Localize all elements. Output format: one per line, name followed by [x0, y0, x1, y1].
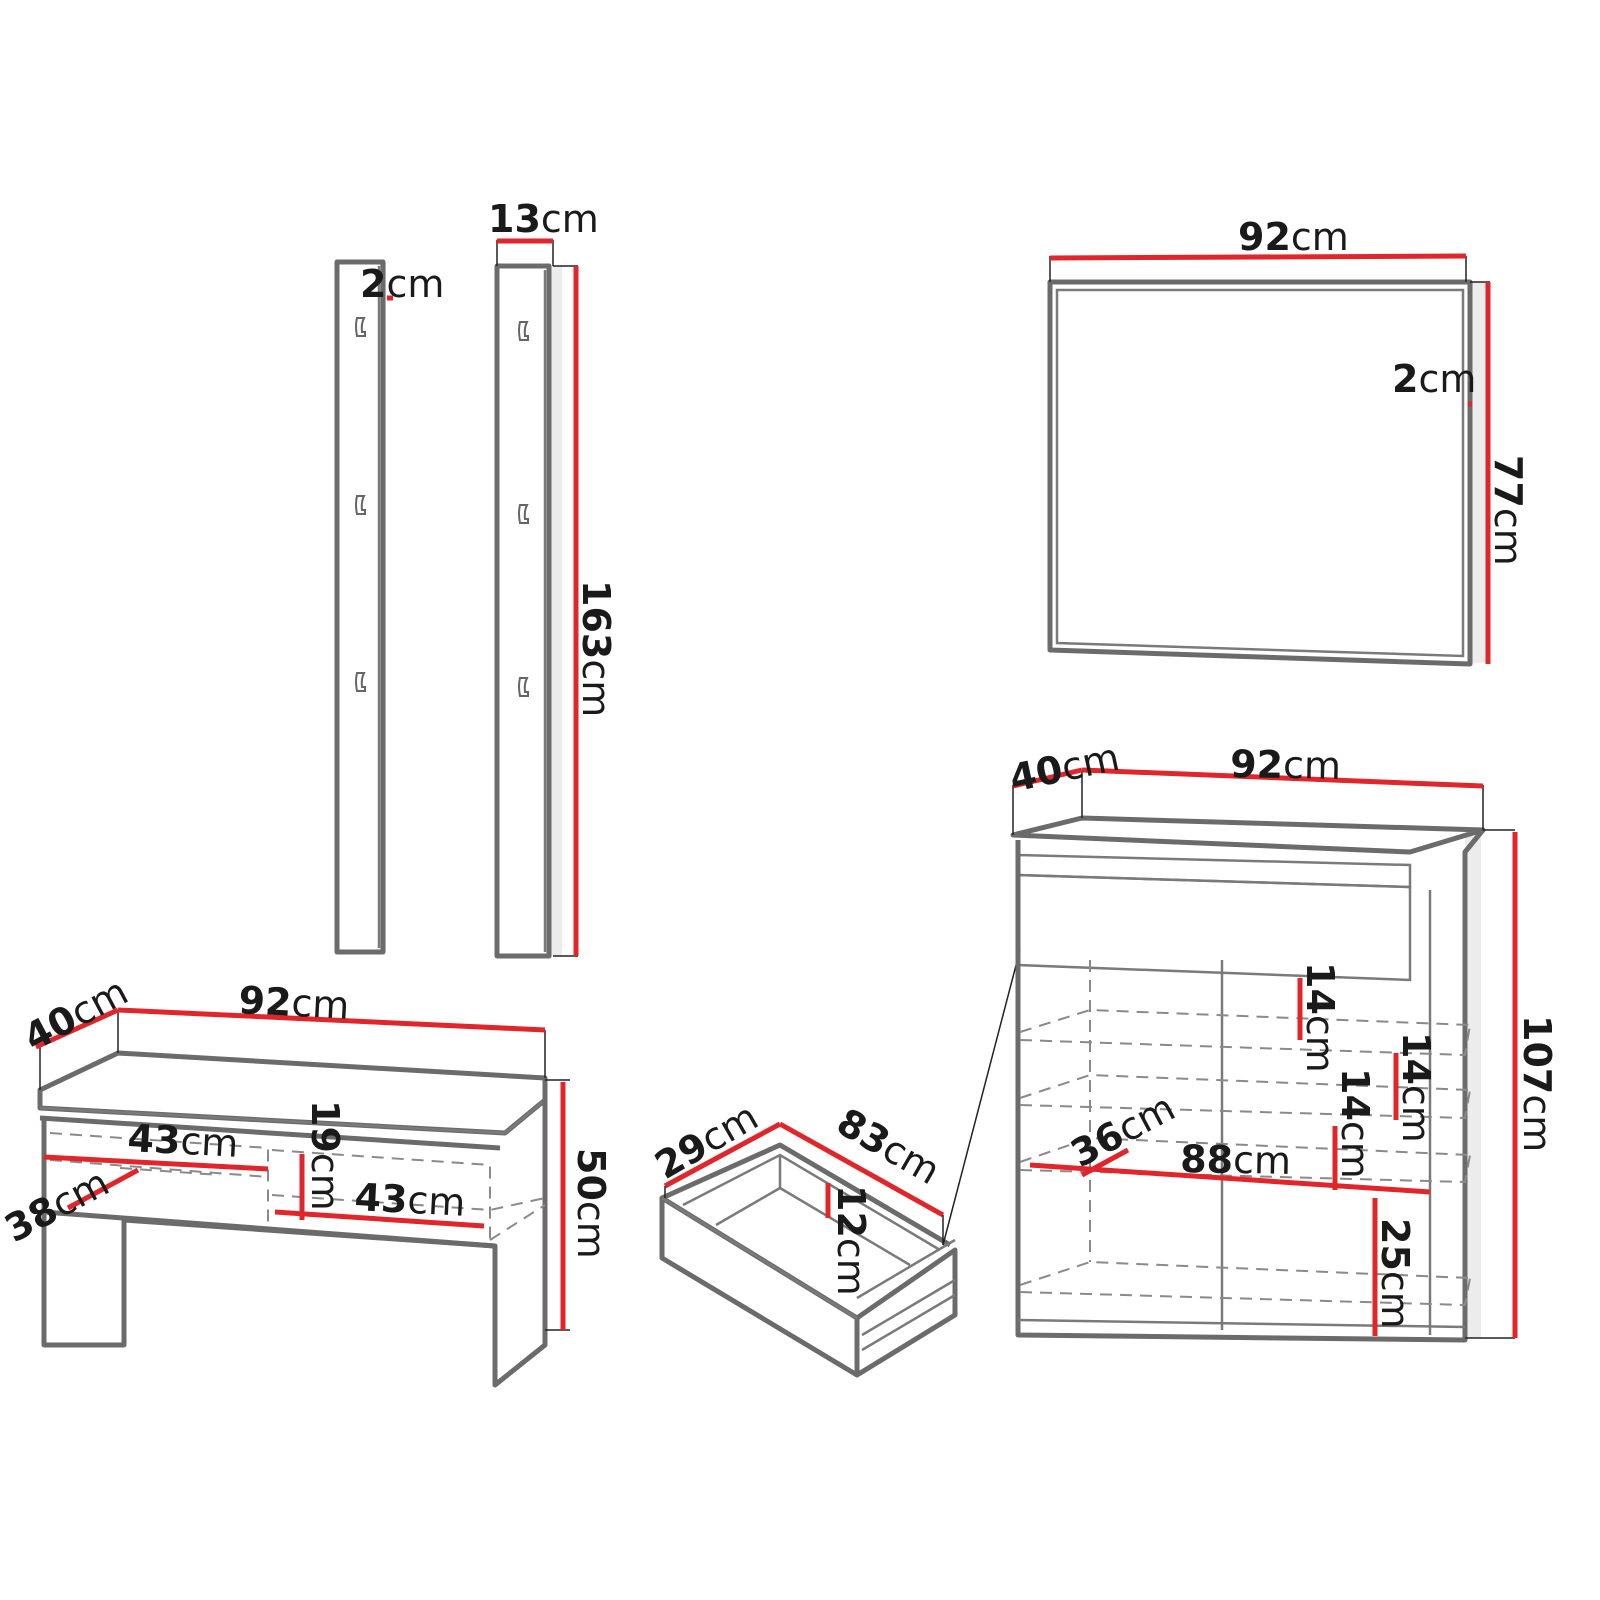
coat-panel-wide: 13cm 163cm [488, 197, 618, 959]
drawer-width-label: 83cm [830, 1100, 948, 1194]
cabinet-shelf-gap-2-label: 14cm [1394, 1032, 1438, 1143]
bench-width-label: 92cm [238, 978, 351, 1028]
hook-icon [355, 495, 366, 515]
mirror-width-label: 92cm [1238, 215, 1349, 259]
hook-icon [518, 321, 529, 341]
cabinet-bottom-gap-label: 25cm [1373, 1218, 1417, 1329]
cabinet-width-label: 92cm [1230, 742, 1342, 788]
cabinet-height-label: 107cm [1515, 1015, 1559, 1152]
drawer-depth-label: 29cm [648, 1094, 766, 1188]
bench-compartment-height-label: 19cm [303, 1100, 347, 1211]
wide-panel-height-label: 163cm [574, 580, 618, 717]
mirror: 92cm 2cm 77cm [1047, 215, 1530, 667]
mirror-height-label: 77cm [1486, 455, 1530, 566]
hook-icon [355, 672, 366, 692]
wide-panel-width-label: 13cm [488, 197, 599, 241]
bench-right-compartment-width-label: 43cm [354, 1175, 467, 1225]
mirror-thickness-label: 2cm [1392, 357, 1476, 401]
cabinet-shelf-width-label: 88cm [1180, 1137, 1292, 1183]
cabinet-shelves [1019, 960, 1471, 1307]
cabinet-shelf-gap-3-label: 14cm [1333, 1068, 1377, 1179]
drawer-height-label: 12cm [829, 1185, 873, 1296]
bench-height-label: 50cm [569, 1148, 613, 1259]
cabinet: 40cm 92cm 107cm 14cm 14cm 14cm 25cm 36cm… [1006, 735, 1559, 1343]
bench-left-compartment-width-label: 43cm [127, 1116, 240, 1166]
hook-icon [518, 677, 529, 697]
drawer: 29cm 83cm 12cm [648, 949, 1021, 1378]
cabinet-depth-label: 40cm [1006, 735, 1124, 801]
hook-icon [355, 317, 366, 337]
cabinet-shelf-gap-1-label: 14cm [1298, 962, 1342, 1073]
cabinet-shelf-depth-label: 36cm [1064, 1085, 1182, 1176]
coat-panel-narrow: 2cm [334, 259, 444, 955]
narrow-panel-thickness-label: 2cm [360, 262, 444, 306]
hook-icon [518, 504, 529, 524]
bench: 40cm 92cm 50cm 43cm 38cm 19cm 43cm [0, 969, 613, 1388]
bench-compartment-depth-label: 38cm [0, 1160, 116, 1251]
